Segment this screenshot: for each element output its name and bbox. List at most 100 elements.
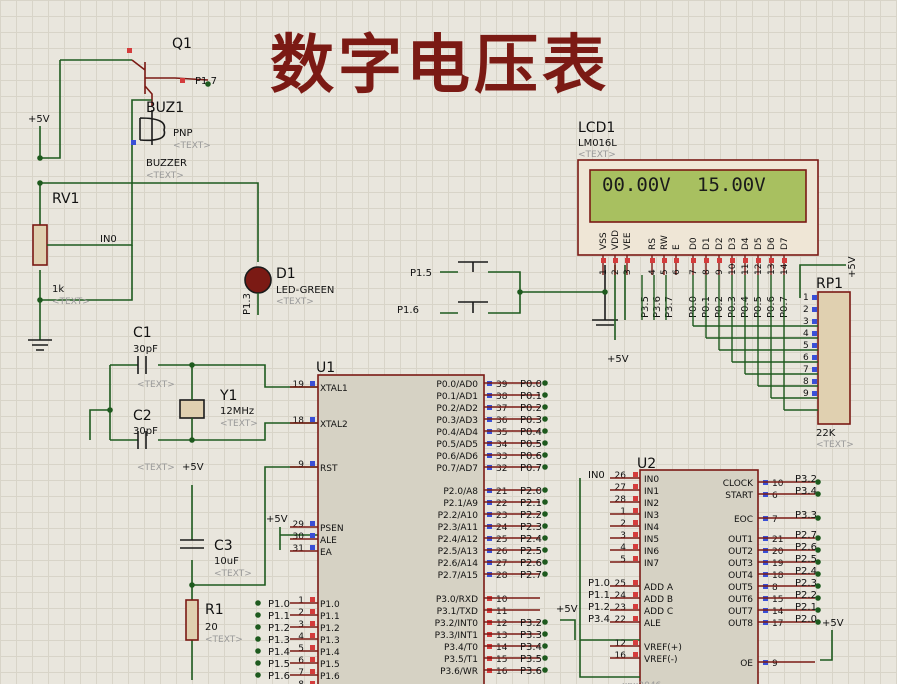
- r1-value: 20: [205, 622, 218, 633]
- transistor-q1-symbol[interactable]: [131, 59, 209, 106]
- junction[interactable]: [255, 636, 261, 642]
- wire[interactable]: [40, 182, 259, 262]
- junction[interactable]: [542, 404, 548, 410]
- resistor-pack-rp1-body[interactable]: [817, 291, 851, 425]
- junction[interactable]: [815, 595, 821, 601]
- junction[interactable]: [815, 559, 821, 565]
- junction[interactable]: [815, 515, 821, 521]
- wire[interactable]: [191, 466, 318, 680]
- junction[interactable]: [542, 464, 548, 470]
- wire[interactable]: [440, 271, 605, 314]
- rv1-value: 1k: [52, 284, 64, 295]
- wire[interactable]: [40, 60, 61, 159]
- junction[interactable]: [542, 392, 548, 398]
- resistor-r1-body[interactable]: [185, 599, 199, 641]
- potentiometer-rv1-body[interactable]: [32, 224, 48, 266]
- junction[interactable]: [542, 523, 548, 529]
- junction[interactable]: [255, 624, 261, 630]
- led-d1-body[interactable]: [244, 266, 272, 294]
- button-symbols[interactable]: [458, 261, 488, 313]
- junction[interactable]: [542, 667, 548, 673]
- junction[interactable]: [542, 416, 548, 422]
- junction[interactable]: [815, 535, 821, 541]
- junction[interactable]: [542, 631, 548, 637]
- junction[interactable]: [37, 155, 43, 161]
- wire[interactable]: [820, 630, 833, 661]
- junction[interactable]: [542, 655, 548, 661]
- junction[interactable]: [542, 547, 548, 553]
- wire[interactable]: [47, 99, 152, 246]
- junction[interactable]: [815, 491, 821, 497]
- pin-marker: [310, 657, 315, 662]
- lcd1-text-placeholder: <TEXT>: [578, 150, 616, 160]
- rp1-pin-num: 8: [803, 377, 809, 387]
- junction[interactable]: [815, 479, 821, 485]
- junction[interactable]: [542, 487, 548, 493]
- junction[interactable]: [815, 571, 821, 577]
- wire[interactable]: [799, 264, 846, 298]
- junction[interactable]: [255, 648, 261, 654]
- junction[interactable]: [815, 619, 821, 625]
- u1-pin-name: P1.1: [320, 612, 340, 622]
- u2-pin-num: 5: [620, 555, 626, 565]
- u2-pin-num: 10: [772, 479, 784, 489]
- junction[interactable]: [205, 81, 211, 87]
- u1-pin-num: 15: [496, 655, 507, 665]
- u2-body[interactable]: [639, 469, 759, 684]
- junction[interactable]: [542, 535, 548, 541]
- junction[interactable]: [815, 607, 821, 613]
- junction[interactable]: [542, 619, 548, 625]
- capacitor-c3-symbol[interactable]: [180, 539, 204, 549]
- junction[interactable]: [189, 582, 195, 588]
- lcd-pin-name: D0: [689, 237, 699, 250]
- junction[interactable]: [542, 499, 548, 505]
- junction[interactable]: [37, 180, 43, 186]
- capacitor-symbols[interactable]: [137, 356, 147, 449]
- junction[interactable]: [602, 289, 608, 295]
- u1-pin-num: 1: [298, 596, 304, 606]
- junction[interactable]: [542, 559, 548, 565]
- lcd-line1: 00.00V: [602, 174, 671, 196]
- junction[interactable]: [189, 437, 195, 443]
- junction[interactable]: [542, 571, 548, 577]
- u1-pin-num: 23: [496, 511, 507, 521]
- pin-marker: [756, 258, 761, 263]
- junction[interactable]: [255, 672, 261, 678]
- junction[interactable]: [107, 407, 113, 413]
- wire[interactable]: [579, 478, 640, 678]
- junction[interactable]: [517, 289, 523, 295]
- u1-pin-name: P3.6/WR: [440, 667, 478, 677]
- buz1-text-placeholder: <TEXT>: [146, 171, 184, 181]
- junction[interactable]: [189, 362, 195, 368]
- junction[interactable]: [37, 297, 43, 303]
- junction[interactable]: [542, 428, 548, 434]
- net-label-u1-port: P0.5: [520, 439, 542, 450]
- junction[interactable]: [542, 452, 548, 458]
- u1-pin-name: P3.5/T1: [444, 655, 478, 665]
- pin-marker: [633, 556, 638, 561]
- net-label-u2-out: P3.4: [795, 486, 817, 497]
- junction[interactable]: [542, 643, 548, 649]
- junction[interactable]: [542, 440, 548, 446]
- net-label-u2-in: IN0: [588, 470, 605, 481]
- u1-pin-num: 5: [298, 644, 304, 654]
- crystal-y1-body[interactable]: [179, 399, 205, 419]
- junction[interactable]: [815, 583, 821, 589]
- junction[interactable]: [255, 612, 261, 618]
- u2-pin-num: 4: [620, 543, 626, 553]
- wire[interactable]: [40, 245, 133, 301]
- junction[interactable]: [542, 380, 548, 386]
- junction[interactable]: [815, 547, 821, 553]
- u1-body[interactable]: [317, 374, 485, 684]
- buzzer-symbol[interactable]: [139, 110, 166, 145]
- u2-pin-name: IN6: [644, 547, 659, 557]
- u1-pin-name: XTAL1: [320, 384, 348, 394]
- page-title: 数字电压表: [270, 29, 610, 103]
- wire[interactable]: [560, 619, 576, 640]
- wire[interactable]: [89, 364, 318, 441]
- junction[interactable]: [542, 511, 548, 517]
- junction[interactable]: [255, 600, 261, 606]
- net-label-in0: IN0: [100, 234, 117, 245]
- junction[interactable]: [255, 660, 261, 666]
